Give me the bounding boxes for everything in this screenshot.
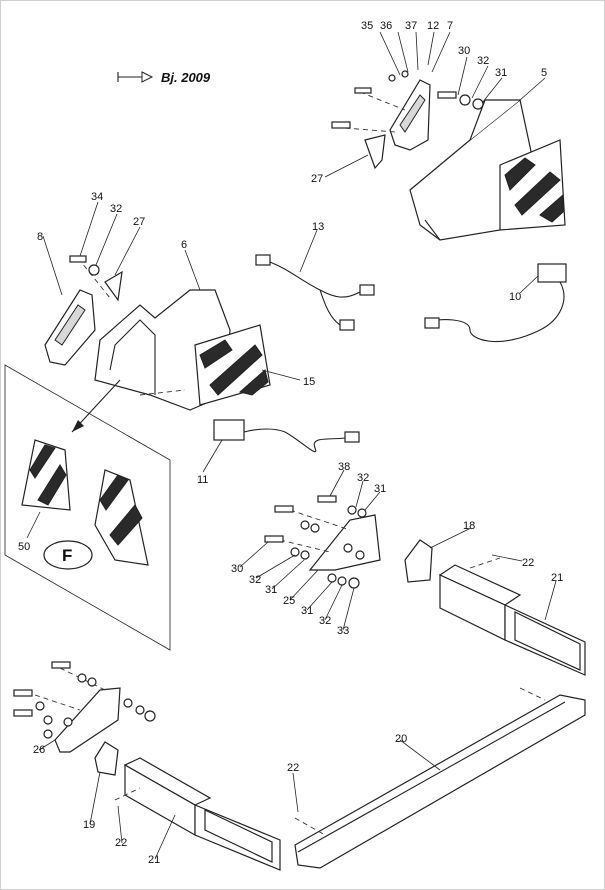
- callout-8: 8: [37, 231, 43, 243]
- callout-31: 31: [495, 67, 507, 79]
- callout-31-center: 31: [374, 483, 386, 495]
- guard-panel-right: [409, 98, 566, 241]
- callout-32-center-low: 32: [249, 574, 261, 586]
- callout-38: 38: [338, 461, 350, 473]
- guard-panel-left: [94, 289, 271, 411]
- callout-32-lower: 32: [319, 615, 331, 627]
- callout-12: 12: [427, 20, 439, 32]
- end-clip-right: [404, 539, 433, 583]
- callout-labels: 35 36 12 37 7 30 32 31 5 27 34 32 27 8 6…: [18, 20, 563, 866]
- mount-bracket-right: [344, 79, 431, 151]
- callout-leaders: [26, 31, 557, 860]
- reflector-cap-left: [104, 270, 123, 302]
- callout-22-left: 22: [115, 837, 127, 849]
- callout-31-center-low: 31: [265, 584, 277, 596]
- marker-lamp-left: [213, 419, 360, 453]
- callout-11: 11: [197, 474, 208, 486]
- support-bracket-right: [279, 509, 381, 571]
- mount-bracket-left: [44, 257, 111, 366]
- callout-25: 25: [283, 595, 295, 607]
- wiring-harness: [255, 254, 375, 331]
- callout-21-bottom: 21: [148, 854, 160, 866]
- guard-rail-upper: [438, 557, 586, 676]
- callout-36: 36: [380, 20, 392, 32]
- guard-rail-long: [294, 687, 586, 869]
- callout-31-lower: 31: [301, 605, 313, 617]
- callout-30-center: 30: [231, 563, 243, 575]
- hardware-lower-left: [13, 661, 156, 739]
- callout-32-center: 32: [357, 472, 369, 484]
- callout-10: 10: [509, 291, 521, 303]
- model-year-note: Bj. 2009: [117, 70, 211, 85]
- callout-22-top: 22: [522, 557, 534, 569]
- reflector-cap-right: [364, 134, 386, 170]
- callout-33: 33: [337, 625, 349, 637]
- callout-30: 30: [458, 45, 470, 57]
- callout-20: 20: [395, 733, 407, 745]
- callout-19: 19: [83, 819, 95, 831]
- marker-lamp-right: [424, 263, 567, 343]
- callout-35: 35: [361, 20, 373, 32]
- callout-27: 27: [311, 173, 323, 185]
- callout-34: 34: [91, 191, 103, 203]
- callout-37: 37: [405, 20, 417, 32]
- hardware-right: [331, 70, 484, 129]
- end-clip-left: [94, 741, 119, 776]
- callout-32-left: 32: [110, 203, 122, 215]
- callout-13: 13: [312, 221, 324, 233]
- callout-21-top: 21: [551, 572, 563, 584]
- callout-5: 5: [541, 67, 547, 79]
- callout-7: 7: [447, 20, 453, 32]
- callout-26: 26: [33, 744, 45, 756]
- hardware-center: [264, 495, 367, 589]
- callout-50: 50: [18, 541, 30, 553]
- callout-27-left: 27: [133, 216, 145, 228]
- guard-rail-lower: [114, 757, 326, 871]
- variant-badge: F: [62, 546, 72, 565]
- callout-18: 18: [463, 520, 475, 532]
- callout-15: 15: [303, 376, 315, 388]
- support-bracket-left: [34, 667, 121, 753]
- hardware-left: [69, 255, 100, 276]
- callout-32: 32: [477, 55, 489, 67]
- callout-22-center: 22: [287, 762, 299, 774]
- callout-6: 6: [181, 239, 187, 251]
- sticker-sheet: [4, 364, 171, 651]
- model-year-label: Bj. 2009: [161, 70, 211, 85]
